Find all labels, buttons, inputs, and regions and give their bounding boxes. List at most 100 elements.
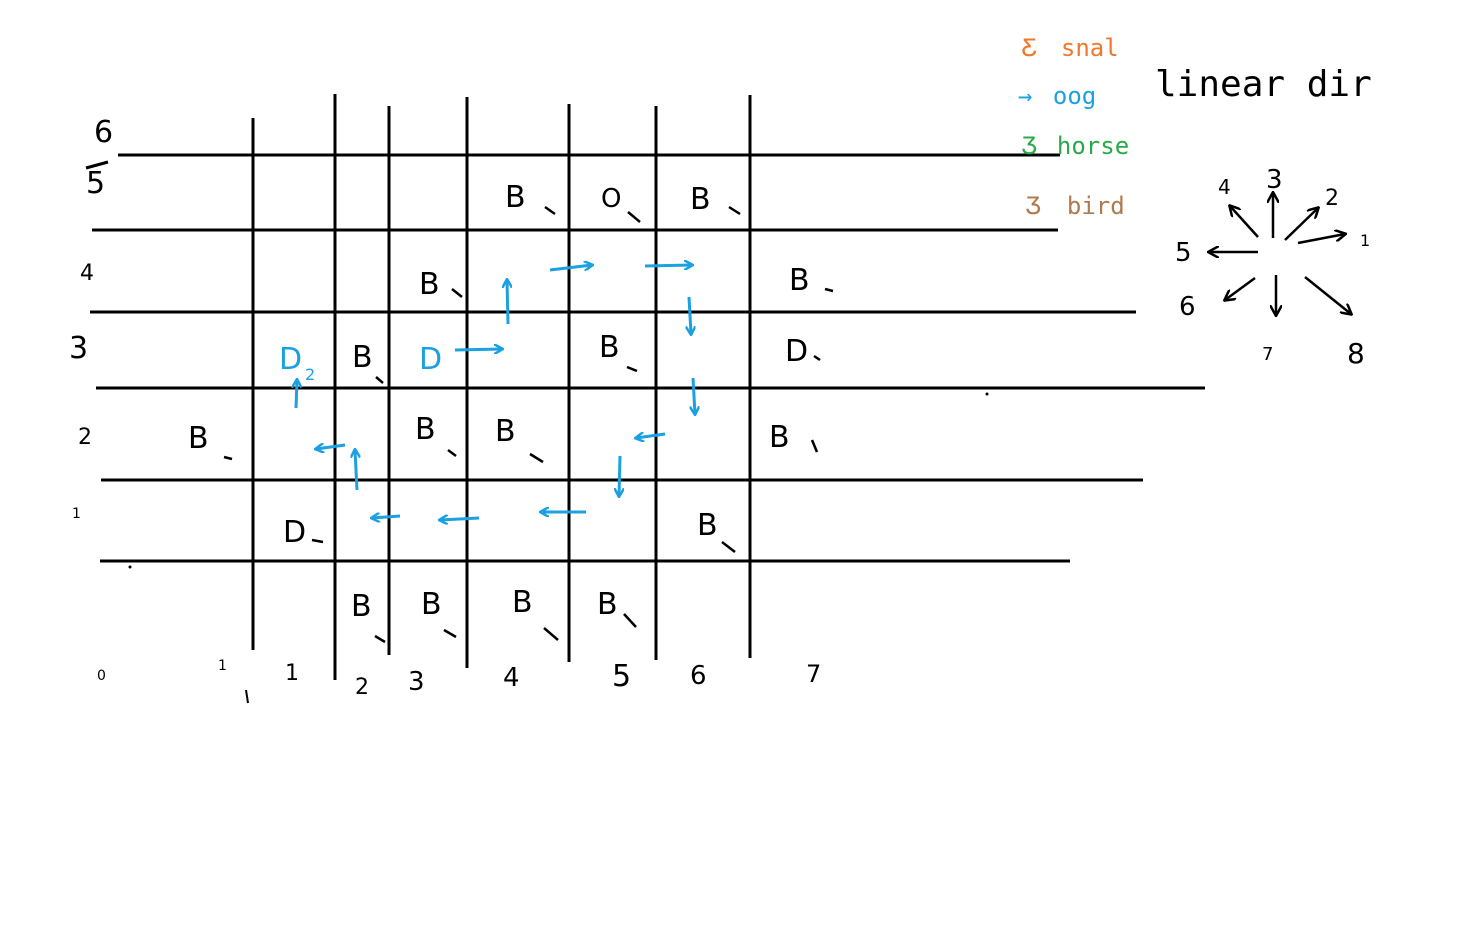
dog-start: D bbox=[419, 342, 442, 377]
compass-arrow-2 bbox=[1284, 208, 1318, 241]
tick bbox=[223, 455, 233, 461]
dog-end-subscript: 2 bbox=[305, 365, 315, 384]
piece: B bbox=[769, 420, 790, 455]
tick bbox=[529, 452, 544, 464]
row-labels: 6 5 4 3 2 1 bbox=[69, 115, 113, 522]
legend-dog-label: oog bbox=[1053, 82, 1096, 110]
tick bbox=[824, 287, 834, 293]
legend-dog: → oog bbox=[1018, 82, 1096, 110]
col-label-1a: 1 bbox=[218, 658, 227, 674]
compass-label-5: 5 bbox=[1175, 238, 1192, 268]
row-label-2: 2 bbox=[78, 425, 92, 450]
stray-dot bbox=[128, 565, 132, 569]
row-label-4: 4 bbox=[80, 261, 94, 286]
tick bbox=[451, 288, 463, 298]
piece: B bbox=[512, 585, 533, 620]
row-label-6: 6 bbox=[94, 115, 113, 150]
tick bbox=[443, 628, 457, 639]
compass-label-1: 1 bbox=[1360, 231, 1370, 250]
piece: B bbox=[415, 412, 436, 447]
piece: B bbox=[421, 587, 442, 622]
col-label-2: 2 bbox=[355, 675, 369, 700]
piece: B bbox=[352, 340, 373, 375]
tick bbox=[543, 627, 559, 641]
compass-label-4: 4 bbox=[1218, 175, 1231, 199]
piece: B bbox=[505, 180, 526, 215]
col-label-3: 3 bbox=[408, 667, 425, 697]
path-arrow bbox=[355, 450, 357, 491]
col-label-1b: 1 bbox=[285, 661, 299, 686]
path-arrow bbox=[689, 296, 691, 334]
dog-path bbox=[296, 265, 695, 520]
legend-snail-symbol: Ƹ bbox=[1022, 34, 1037, 62]
dog-end: D bbox=[279, 342, 302, 377]
piece: B bbox=[690, 182, 711, 217]
legend-bird: Ʒ bird bbox=[1026, 192, 1125, 220]
piece-ticks bbox=[223, 205, 834, 644]
piece: B bbox=[597, 587, 618, 622]
legend-snail-label: snal bbox=[1061, 34, 1119, 62]
legend-bird-label: bird bbox=[1067, 192, 1125, 220]
path-arrow bbox=[440, 518, 480, 520]
row-label-5: 5 bbox=[86, 166, 105, 201]
pieces: B O B B B B B D B B B B D B B B B B bbox=[188, 180, 810, 624]
legend-horse: Ʒ horse bbox=[1022, 132, 1129, 160]
path-arrow bbox=[316, 445, 346, 449]
col-label-6: 6 bbox=[690, 661, 707, 691]
piece: B bbox=[419, 267, 440, 302]
col-label-1a-tick bbox=[245, 689, 249, 704]
tick bbox=[447, 449, 457, 457]
compass-label-7: 7 bbox=[1262, 344, 1273, 365]
grid-lines bbox=[90, 94, 1205, 680]
compass-label-2: 2 bbox=[1325, 186, 1339, 211]
path-arrow bbox=[372, 516, 401, 518]
col-label-7: 7 bbox=[806, 660, 821, 688]
compass-arrow-8 bbox=[1304, 276, 1351, 314]
row-label-5-stroke bbox=[85, 160, 109, 170]
tick bbox=[721, 541, 736, 553]
compass-label-6: 6 bbox=[1179, 292, 1196, 322]
piece: B bbox=[697, 508, 718, 543]
legend: Ƹ snal → oog Ʒ horse Ʒ bird bbox=[1018, 34, 1129, 220]
compass-arrow-1 bbox=[1297, 234, 1345, 245]
stray-dot bbox=[985, 392, 989, 396]
piece: O bbox=[601, 184, 621, 214]
tick bbox=[375, 376, 384, 384]
compass-arrow-4 bbox=[1230, 206, 1259, 238]
row-label-1: 1 bbox=[72, 506, 81, 522]
tick bbox=[311, 538, 324, 544]
piece: B bbox=[789, 263, 810, 298]
tick bbox=[810, 439, 819, 453]
legend-bird-symbol: Ʒ bbox=[1026, 192, 1041, 220]
tick bbox=[626, 365, 638, 373]
legend-horse-symbol: Ʒ bbox=[1022, 132, 1037, 160]
direction-compass bbox=[1209, 193, 1351, 315]
piece: D bbox=[283, 515, 306, 550]
path-arrow bbox=[454, 349, 502, 350]
path-arrow bbox=[549, 265, 592, 272]
piece: B bbox=[599, 330, 620, 365]
compass-arrow-6 bbox=[1225, 276, 1256, 300]
col-label-5: 5 bbox=[612, 659, 631, 694]
path-arrow bbox=[693, 377, 695, 414]
compass-labels: 1 2 3 4 5 6 7 8 bbox=[1175, 165, 1370, 370]
col-labels: 0 1 1 2 3 4 5 6 7 bbox=[97, 658, 821, 700]
row-label-3: 3 bbox=[69, 331, 88, 366]
col-label-0: 0 bbox=[97, 668, 106, 684]
path-arrow bbox=[619, 455, 620, 496]
path-arrow bbox=[507, 280, 508, 325]
tick bbox=[728, 205, 741, 216]
legend-dog-symbol: → bbox=[1018, 82, 1032, 110]
tick bbox=[623, 613, 637, 628]
piece: B bbox=[351, 589, 372, 624]
tick bbox=[813, 354, 821, 362]
path-arrow bbox=[636, 434, 666, 438]
diagram-title: linear dir bbox=[1155, 64, 1372, 105]
piece: B bbox=[188, 421, 209, 456]
dogs: D D 2 bbox=[279, 342, 442, 384]
col-label-4: 4 bbox=[503, 663, 520, 693]
compass-label-8: 8 bbox=[1347, 337, 1365, 370]
piece: D bbox=[785, 334, 808, 369]
compass-label-3: 3 bbox=[1266, 165, 1283, 195]
